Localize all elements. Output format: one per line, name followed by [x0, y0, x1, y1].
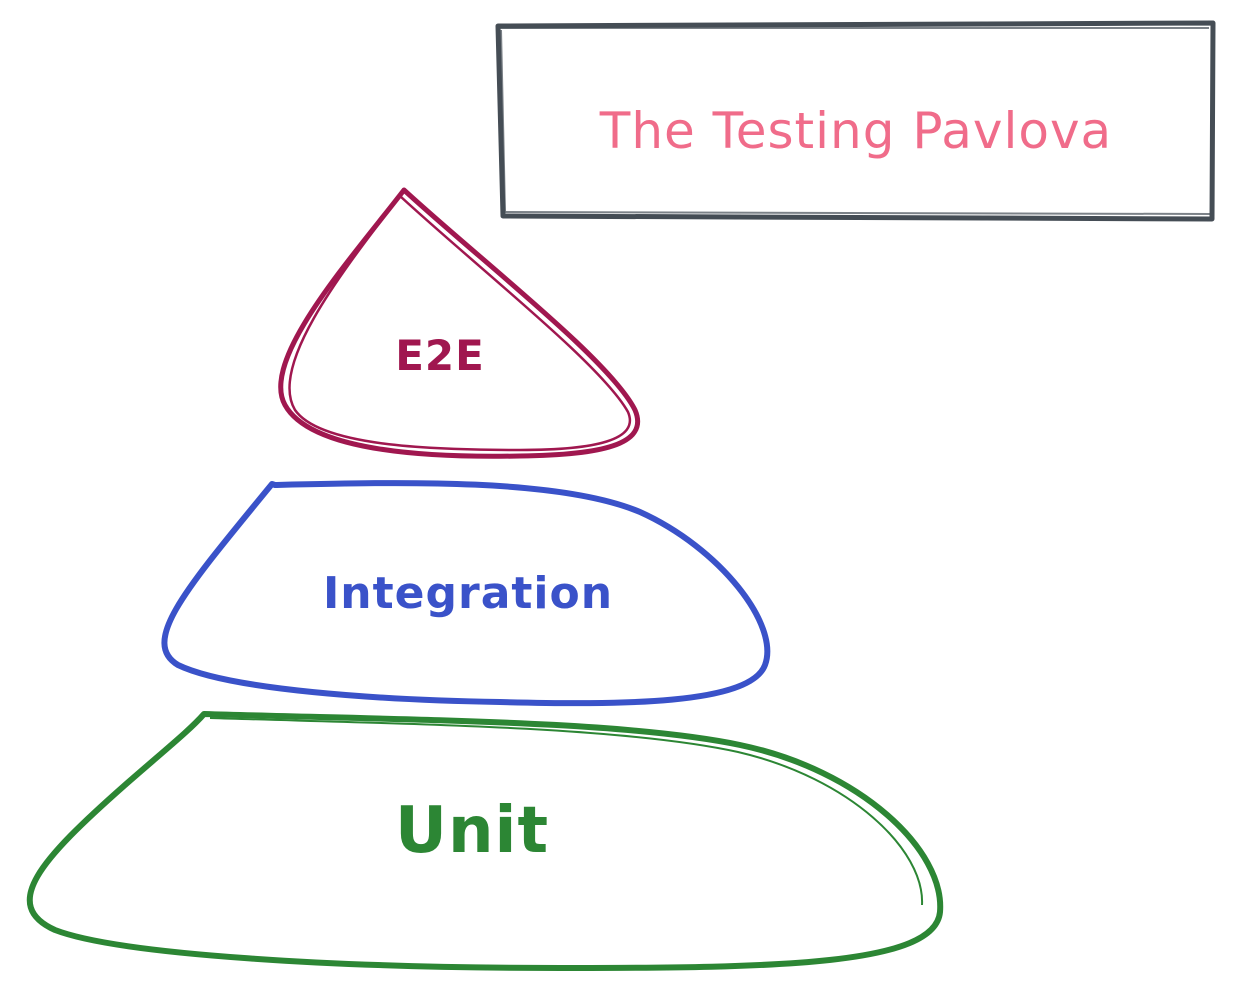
- integration-layer: Integration: [161, 480, 771, 707]
- integration-shape: [161, 480, 771, 707]
- unit-layer: Unit: [26, 711, 944, 971]
- e2e-layer: E2E: [278, 187, 641, 459]
- e2e-label: E2E: [395, 331, 485, 380]
- title-text: The Testing Pavlova: [599, 102, 1112, 160]
- e2e-shape: [278, 187, 641, 459]
- unit-shape-sketch: [209, 717, 924, 906]
- e2e-shape-sketch: [288, 195, 632, 452]
- unit-label: Unit: [395, 794, 549, 868]
- title-box: The Testing Pavlova: [495, 20, 1216, 222]
- title-box-border-sketch: [500, 27, 1211, 215]
- title-box-border: [495, 20, 1216, 222]
- unit-shape: [26, 711, 944, 971]
- integration-label: Integration: [323, 568, 613, 619]
